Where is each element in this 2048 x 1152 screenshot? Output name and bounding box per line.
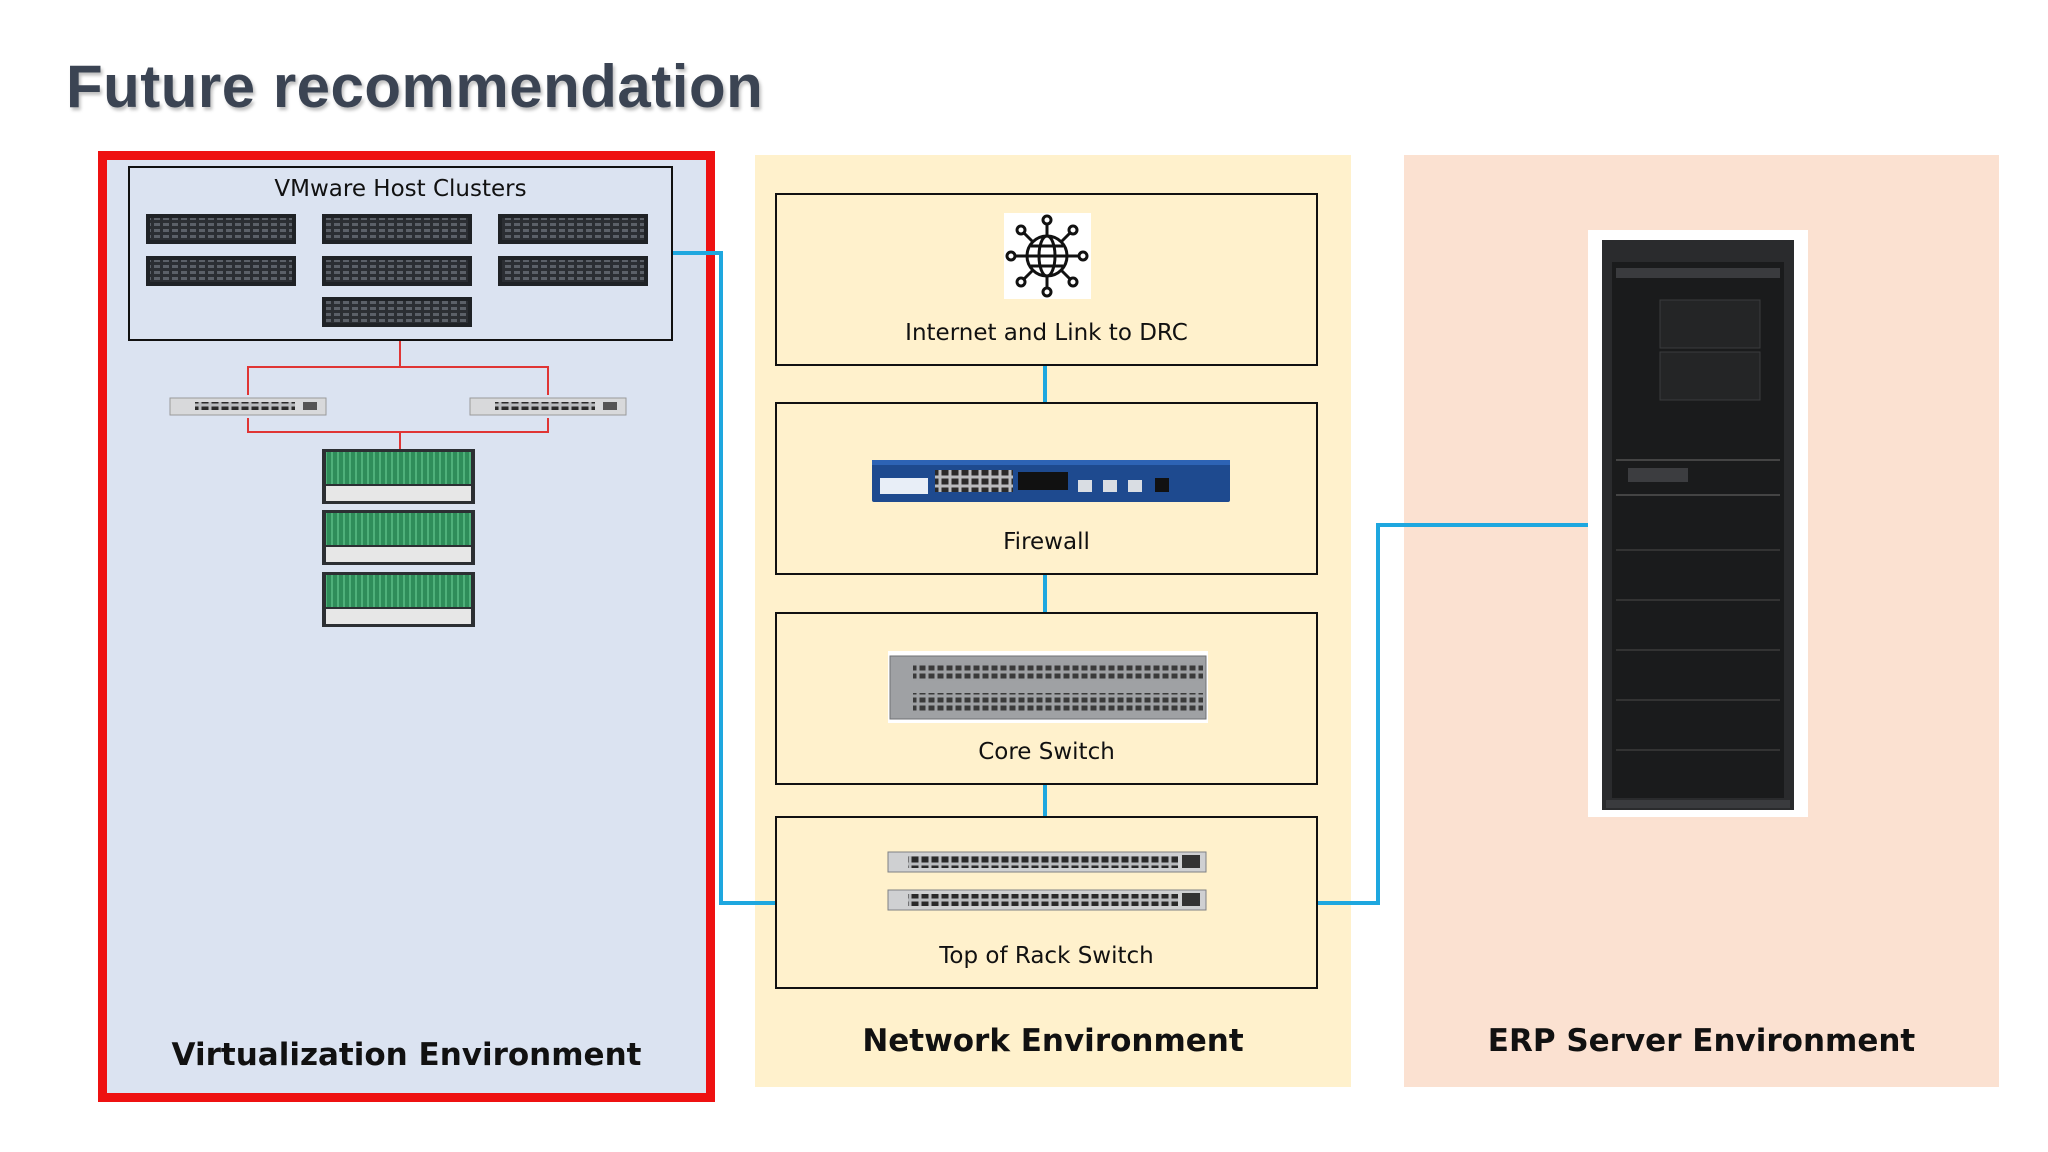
virtualization-to-tor-connector (673, 251, 775, 905)
vmware-host-clusters-box: VMware Host Clusters (128, 166, 673, 341)
top-of-rack-switch-label: Top of Rack Switch (939, 943, 1154, 969)
virtualization-environment-label: Virtualization Environment (171, 1037, 642, 1073)
server-icon (498, 214, 648, 244)
core-switch-label: Core Switch (978, 739, 1115, 765)
network-environment-label: Network Environment (862, 1023, 1244, 1059)
core-switch-icon (888, 651, 1208, 723)
server-icon (146, 214, 296, 244)
tor-switch-icon (887, 851, 1207, 873)
top-of-rack-switch-box: Top of Rack Switch (775, 816, 1318, 989)
erp-server-environment-label: ERP Server Environment (1487, 1023, 1916, 1059)
storage-array-icon (322, 449, 475, 504)
network-connectors (673, 251, 1588, 905)
server-icon (498, 256, 648, 286)
internet-link-box: Internet and Link to DRC (775, 193, 1318, 366)
vmware-host-servers (146, 214, 648, 327)
firewall-box: Firewall (775, 402, 1318, 575)
san-switch-icon (469, 397, 627, 416)
storage-array-icon (322, 510, 475, 565)
server-icon (322, 214, 472, 244)
globe-network-icon (1004, 213, 1091, 299)
vmware-host-clusters-label: VMware Host Clusters (274, 176, 527, 202)
storage-array-icon (322, 572, 475, 627)
tor-to-erp-connector (1318, 523, 1588, 905)
san-connector-lines (247, 341, 549, 449)
firewall-label: Firewall (1003, 529, 1090, 555)
server-icon (322, 256, 472, 286)
core-switch-box: Core Switch (775, 612, 1318, 785)
internet-link-label: Internet and Link to DRC (905, 320, 1188, 346)
page-title: Future recommendation (66, 53, 764, 120)
san-switch-icon (169, 397, 327, 416)
tor-switch-icon (887, 889, 1207, 911)
firewall-appliance-icon (872, 460, 1230, 502)
server-icon (146, 256, 296, 286)
network-environment: Network Environment (755, 155, 1351, 1087)
server-icon (322, 297, 472, 327)
storage-arrays (322, 449, 475, 627)
server-rack-icon (1588, 230, 1808, 817)
